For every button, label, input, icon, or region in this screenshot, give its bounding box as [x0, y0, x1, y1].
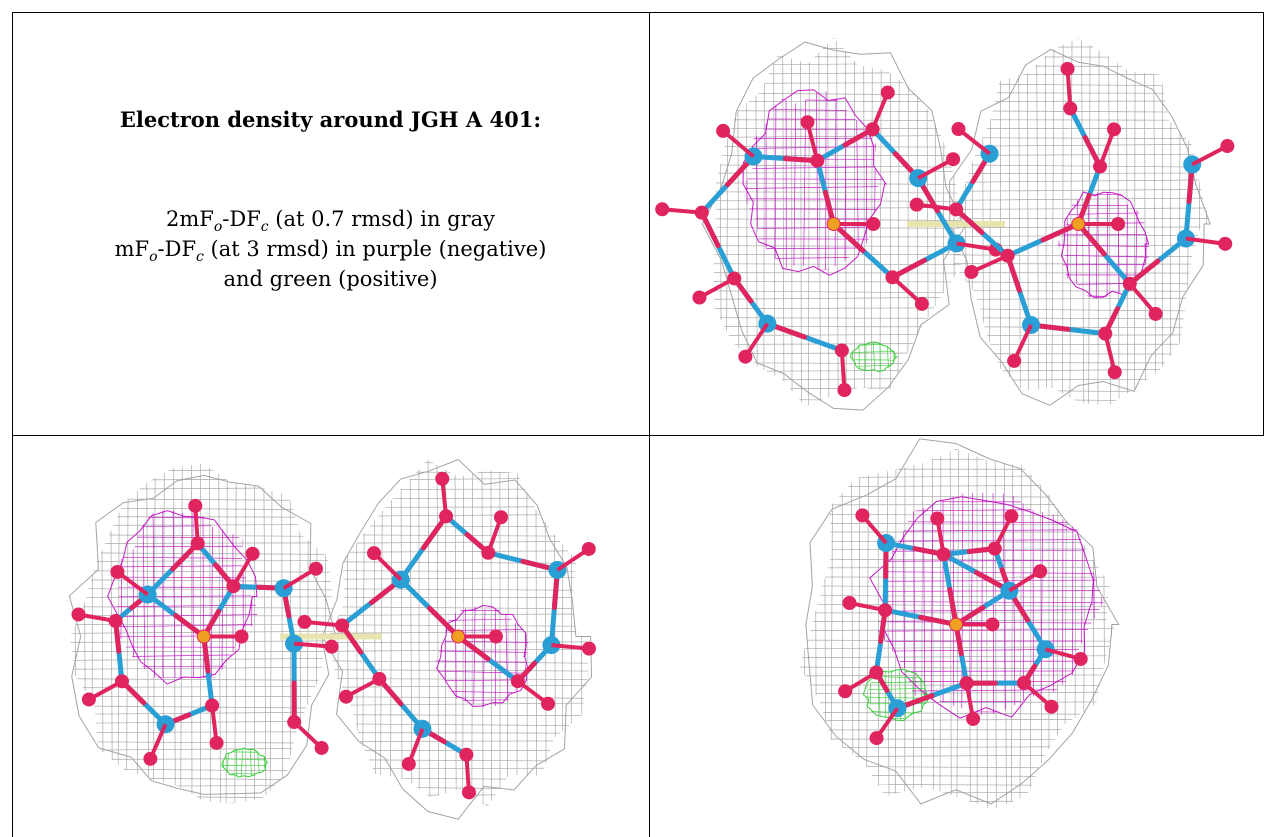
caption-line-3: and green (positive) — [223, 267, 438, 291]
caption-cell: Electron density around JGH A 401: 2mFo-… — [12, 12, 649, 435]
caption-line-2-sub-o: o — [149, 249, 158, 265]
density-panel-top-right — [650, 13, 1262, 435]
caption-line-2-suffix: (at 3 rmsd) in purple (negative) — [203, 237, 547, 261]
caption-title: Electron density around JGH A 401: — [119, 107, 542, 132]
caption-line-2-sub-c: c — [196, 249, 204, 265]
caption-line-1-suffix: (at 0.7 rmsd) in gray — [268, 207, 496, 231]
table-border-row — [12, 435, 1264, 436]
electron-density-map-image — [655, 37, 1235, 411]
table-border-left — [12, 12, 13, 837]
caption-line-2-mid: -DF — [157, 237, 197, 261]
figure-table: Electron density around JGH A 401: 2mFo-… — [12, 12, 1264, 837]
caption-line-1: 2mFo-DFc (at 0.7 rmsd) in gray — [12, 207, 649, 235]
density-panel-bottom-right — [650, 436, 1262, 837]
table-border-top — [12, 12, 1264, 13]
electron-density-map-image — [799, 438, 1120, 810]
caption-line-2-prefix: mF — [114, 237, 150, 261]
density-panel-bottom-left — [13, 436, 649, 837]
caption-line-2: mFo-DFc (at 3 rmsd) in purple (negative) — [12, 237, 649, 265]
table-border-right — [1263, 12, 1264, 435]
caption-line-1-sub-c: c — [260, 219, 269, 235]
electron-density-map-image — [68, 458, 596, 820]
caption-line-1-mid: -DF — [222, 207, 261, 231]
table-border-middle — [649, 12, 650, 837]
caption-line-1-sub-o: o — [213, 219, 223, 235]
caption-line-1-prefix: 2mF — [165, 207, 214, 231]
